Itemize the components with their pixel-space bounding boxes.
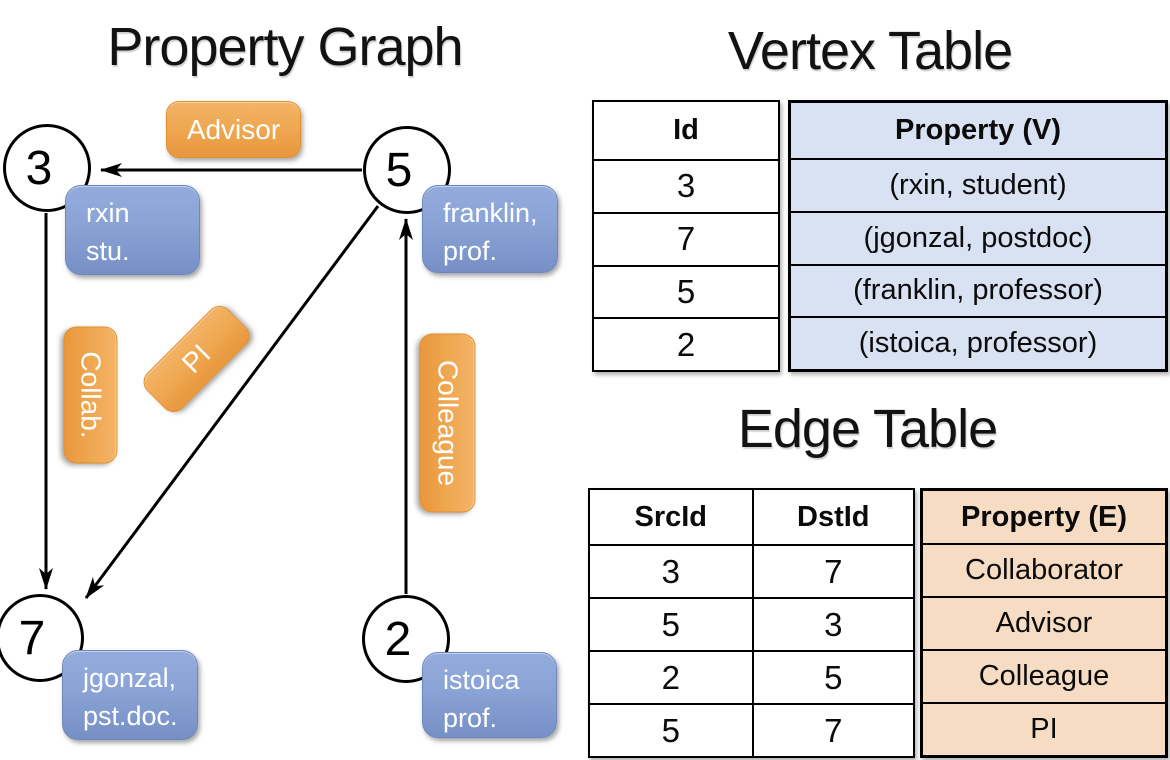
edge-table-srcid-header: SrcId [590,490,752,544]
edge-table-dstid-cell: 7 [751,544,913,597]
edge-table-property-cell: PI [923,702,1165,755]
edge-label-collab: Collab. [63,326,118,464]
vertex-table-id-cell: 2 [594,317,778,370]
edge-table-srcid-cell: 2 [590,650,752,703]
node-3-id: 3 [25,141,53,195]
edge-table-property-cell: Collaborator [923,543,1165,596]
edge-label-colleague: Colleague [419,333,476,513]
graph-edges-layer [39,163,413,599]
edge-table-dstid-cell: 5 [751,650,913,703]
edge-table-property-cell: Colleague [923,649,1165,702]
vertex-table-property-cell: (franklin, professor) [791,263,1165,317]
vertex-property-line: stu. [86,236,130,267]
vertex-table-property-cell: (istoica, professor) [791,316,1165,369]
vertex-table-property-header: Property (V) [791,103,1165,158]
edge-pi-5-to-7 [84,205,380,599]
vertex-table-property-cell: (jgonzal, postdoc) [791,210,1165,264]
vertex-table-property-cell: (rxin, student) [791,158,1165,211]
edge-table-title: Edge Table [737,399,998,459]
edge-table-srcid-cell: 5 [590,597,752,650]
vertex-property-box-rxin: rxin stu. [65,185,200,275]
edge-table-dstid-cell: 7 [751,703,913,756]
edge-table-dstid-header: DstId [751,490,913,544]
node-5-id: 5 [385,143,413,197]
edge-table-dstid-cell: 3 [751,597,913,650]
vertex-table-id-header: Id [594,102,778,159]
edge-table-property-cell: Advisor [923,596,1165,649]
vertex-table-id-cell: 5 [594,264,778,318]
vertex-table-id-cell: 3 [594,159,778,212]
vertex-property-line: prof. [443,703,498,734]
edge-table-ids-columns: SrcId DstId 3 7 5 3 2 5 5 7 [588,488,915,758]
vertex-property-line: istoica [443,665,520,695]
vertex-property-line: pst.doc. [83,701,178,732]
vertex-property-box-franklin: franklin, prof. [422,185,558,273]
edge-label-advisor: Advisor [166,101,301,158]
vertex-table-title: Vertex Table [727,21,1013,81]
vertex-table-id-cell: 7 [594,211,778,265]
vertex-property-line: jgonzal, [83,663,177,693]
vertex-property-box-istoica: istoica prof. [422,652,557,738]
vertex-table-property-column: Property (V) (rxin, student) (jgonzal, p… [788,100,1168,372]
edge-table-srcid-cell: 5 [590,703,752,756]
vertex-table-id-column: Id 3 7 5 2 [592,100,780,372]
vertex-property-box-jgonzal: jgonzal, pst.doc. [62,650,198,740]
edge-table-property-column: Property (E) Collaborator Advisor Collea… [920,488,1168,758]
edge-table-srcid-cell: 3 [590,544,752,597]
graph-node-5: 5 [363,126,451,214]
edge-table-property-header: Property (E) [923,491,1165,543]
vertex-property-line: prof. [443,236,498,267]
property-graph-title: Property Graph [107,17,463,77]
node-7-id: 7 [18,611,46,665]
node-2-id: 2 [384,612,412,666]
vertex-property-line: rxin [86,198,130,228]
vertex-property-line: franklin, [443,198,538,228]
